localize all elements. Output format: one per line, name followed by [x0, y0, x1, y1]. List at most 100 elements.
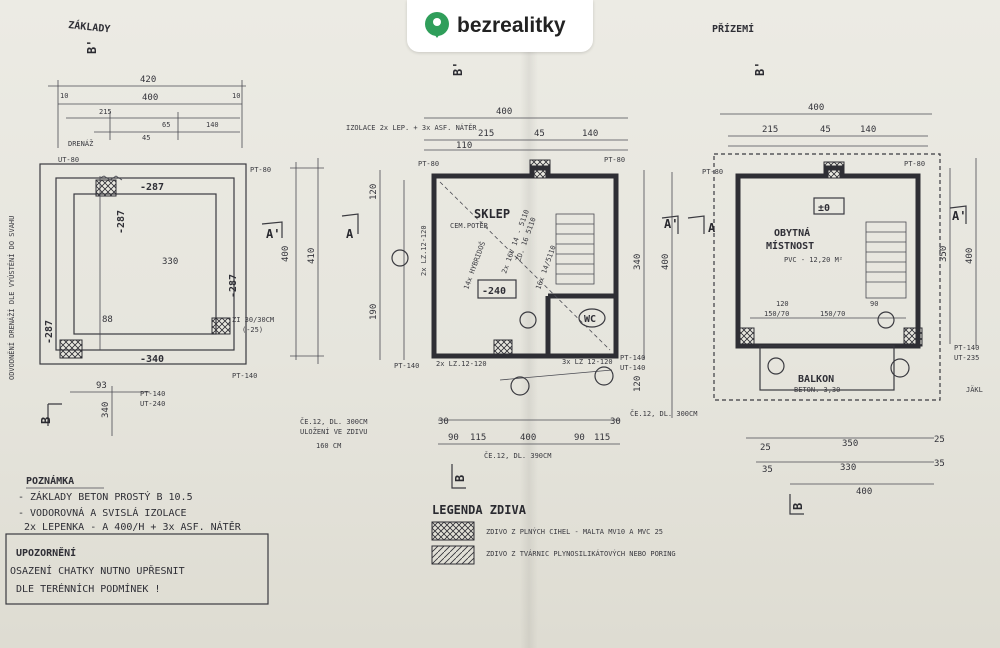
basement-section-b-prime: B'	[451, 62, 465, 76]
ground-dim-400-bottom: 400	[856, 487, 872, 497]
foundation-outer	[39, 163, 247, 365]
basement-stair-note-4: 16x 14/5110	[534, 244, 557, 290]
legend-item-2: ZDIVO Z TVÁRNIC PLYNOSILIKÁTOVÝCH NEBO P…	[486, 549, 676, 558]
warning-block: UPOZORNĚNÍ OSAZENÍ CHATKY NUTNO UPŘESNIT…	[5, 533, 269, 605]
basement-section-a-marker	[341, 213, 359, 234]
foundation-title: ZÁKLADY	[68, 18, 111, 35]
basement-stair-note-1: 14x HYBRIDOŠ	[461, 240, 487, 291]
note-title: POZNÁMKA	[26, 474, 74, 487]
basement-wc-label: WC	[584, 314, 596, 325]
ground-dim-350-right: 350	[939, 246, 949, 262]
ground-level-box	[813, 197, 845, 215]
ground-floor-plan: PŘÍZEMÍ B' 400 215 45 140 350 400 25 350…	[687, 22, 983, 515]
basement-dim-115-right: 115	[594, 433, 610, 443]
warning-line-2: DLE TERÉNNÍCH PODMÍNEK !	[16, 582, 161, 595]
ground-tag-pt80-left: PT-80	[702, 168, 723, 176]
basement-dim-120-right: 120	[633, 376, 643, 392]
ground-stair-treads	[866, 231, 906, 283]
drain-label: DRENÁŽ	[68, 139, 93, 148]
basement-dim-140: 140	[582, 129, 598, 139]
ground-window-90: 90	[870, 300, 878, 308]
basement-lintel-3: 3x LZ 12-120	[562, 358, 613, 366]
ground-tag-ut235: UT-235	[954, 354, 979, 362]
ground-dim-35-left: 35	[762, 465, 773, 475]
ground-dim-215: 215	[762, 125, 778, 135]
section-marker-b	[47, 403, 62, 426]
ground-stair	[865, 221, 907, 299]
ground-column-right	[903, 327, 923, 347]
warning-title: UPOZORNĚNÍ	[16, 546, 76, 559]
ground-balcony-circle-right	[890, 358, 910, 378]
ground-room-label-2: MÍSTNOST	[766, 239, 814, 252]
ground-tag-pt140: PT-140	[954, 344, 979, 352]
section-marker-a-prime	[261, 221, 283, 238]
basement-diagonal-1	[439, 181, 611, 351]
basement-dim-30-right: 30	[610, 417, 621, 427]
ground-chimney	[823, 161, 845, 179]
ground-dim-330-bottom: 330	[840, 463, 856, 473]
ground-window-150-70-a: 150/70	[764, 310, 789, 318]
basement-dim-400-top: 400	[496, 107, 512, 117]
brand-badge[interactable]: bezrealitky	[407, 0, 593, 52]
warning-box	[5, 533, 269, 605]
ground-dim-35-right: 35	[934, 459, 945, 469]
ground-level: ±0	[818, 203, 830, 214]
basement-plan: B' IZOLACE 2x LEP. + 3x ASF. NÁTĚR 400 1…	[300, 62, 697, 489]
basement-stair-treads	[556, 223, 594, 275]
basement-room-sub: CEM.POTĚR	[450, 221, 489, 230]
basement-beam-bottom: ČE.12, DL. 390CM	[484, 451, 551, 460]
basement-beam-right: ČE.12, DL. 300CM	[630, 409, 697, 418]
legend-title: LEGENDA ZDIVA	[432, 503, 527, 517]
section-b: B	[39, 417, 53, 424]
ground-section-b-marker	[789, 494, 804, 515]
dim-410-right: 410	[307, 248, 317, 264]
level-287-right: -287	[228, 274, 239, 298]
basement-dim-30-left: 30	[438, 417, 449, 427]
basement-section-a-prime-marker	[661, 215, 679, 234]
foundation-dimension-lines	[48, 80, 324, 436]
dim-45: 45	[142, 134, 150, 142]
basement-tag-ut140: UT-140	[620, 364, 645, 372]
drainage-note: ODVODNĚNÍ DRENÁŽÍ DLE VYÚSTĚNÍ DO SVAHU	[7, 216, 16, 380]
basement-leader	[499, 369, 613, 381]
foundation-inner	[73, 193, 217, 335]
dim-10-left: 10	[60, 92, 68, 100]
dim-140: 140	[206, 121, 219, 129]
foundation-hatch-right	[211, 317, 231, 335]
level-287-left: -287	[44, 320, 55, 344]
tag-pt140: PT-140	[140, 390, 165, 398]
legend-block: LEGENDA ZDIVA ZDIVO Z PLNÝCH CIHEL - MAL…	[431, 503, 676, 565]
wc-fixture	[578, 308, 606, 328]
basement-beam-left-sub: ULOŽENÍ VE ZDIVU	[300, 427, 367, 436]
basement-tag-pt80-right: PT-80	[604, 156, 625, 164]
ground-section-b: B	[791, 503, 805, 510]
ground-balcony-circle-left	[767, 357, 785, 375]
basement-section-b: B	[453, 475, 467, 482]
level-340-bottom: -340	[140, 354, 164, 365]
level-287-top: -287	[140, 182, 164, 193]
warning-line-1: OSAZENÍ CHATKY NUTNO UPŘESNIT	[10, 564, 185, 577]
basement-well-circle-bottom	[510, 376, 530, 396]
ground-dim-400-right: 400	[965, 248, 975, 264]
basement-section-b-marker	[451, 464, 466, 489]
ground-dim-400-top: 400	[808, 103, 824, 113]
ground-stove-circle	[877, 311, 895, 329]
ground-column-left	[735, 327, 755, 347]
basement-drain-circle	[519, 311, 537, 329]
basement-izolace: IZOLACE 2x LEP. + 3x ASF. NÁTĚR	[346, 123, 477, 132]
basement-stair	[555, 213, 595, 285]
basement-lintel-2: 2x LZ.12-120	[420, 225, 428, 276]
dim-400: 400	[142, 93, 158, 103]
note-block: POZNÁMKA - ZÁKLADY BETON PROSTÝ B 10.5 -…	[18, 474, 242, 533]
ground-dim-45: 45	[820, 125, 831, 135]
basement-dim-110: 110	[456, 141, 472, 151]
foundation-hatch-corner	[59, 339, 83, 359]
dim-10-right: 10	[232, 92, 240, 100]
basement-dim-190: 190	[369, 304, 379, 320]
tag-ut80: UT-80	[58, 156, 79, 164]
foundation-notch	[99, 175, 123, 181]
ground-balcony-sub: BETON. 3,30	[794, 386, 840, 394]
dim-93: 93	[96, 381, 107, 391]
legend-swatch-crosshatch	[431, 521, 475, 541]
